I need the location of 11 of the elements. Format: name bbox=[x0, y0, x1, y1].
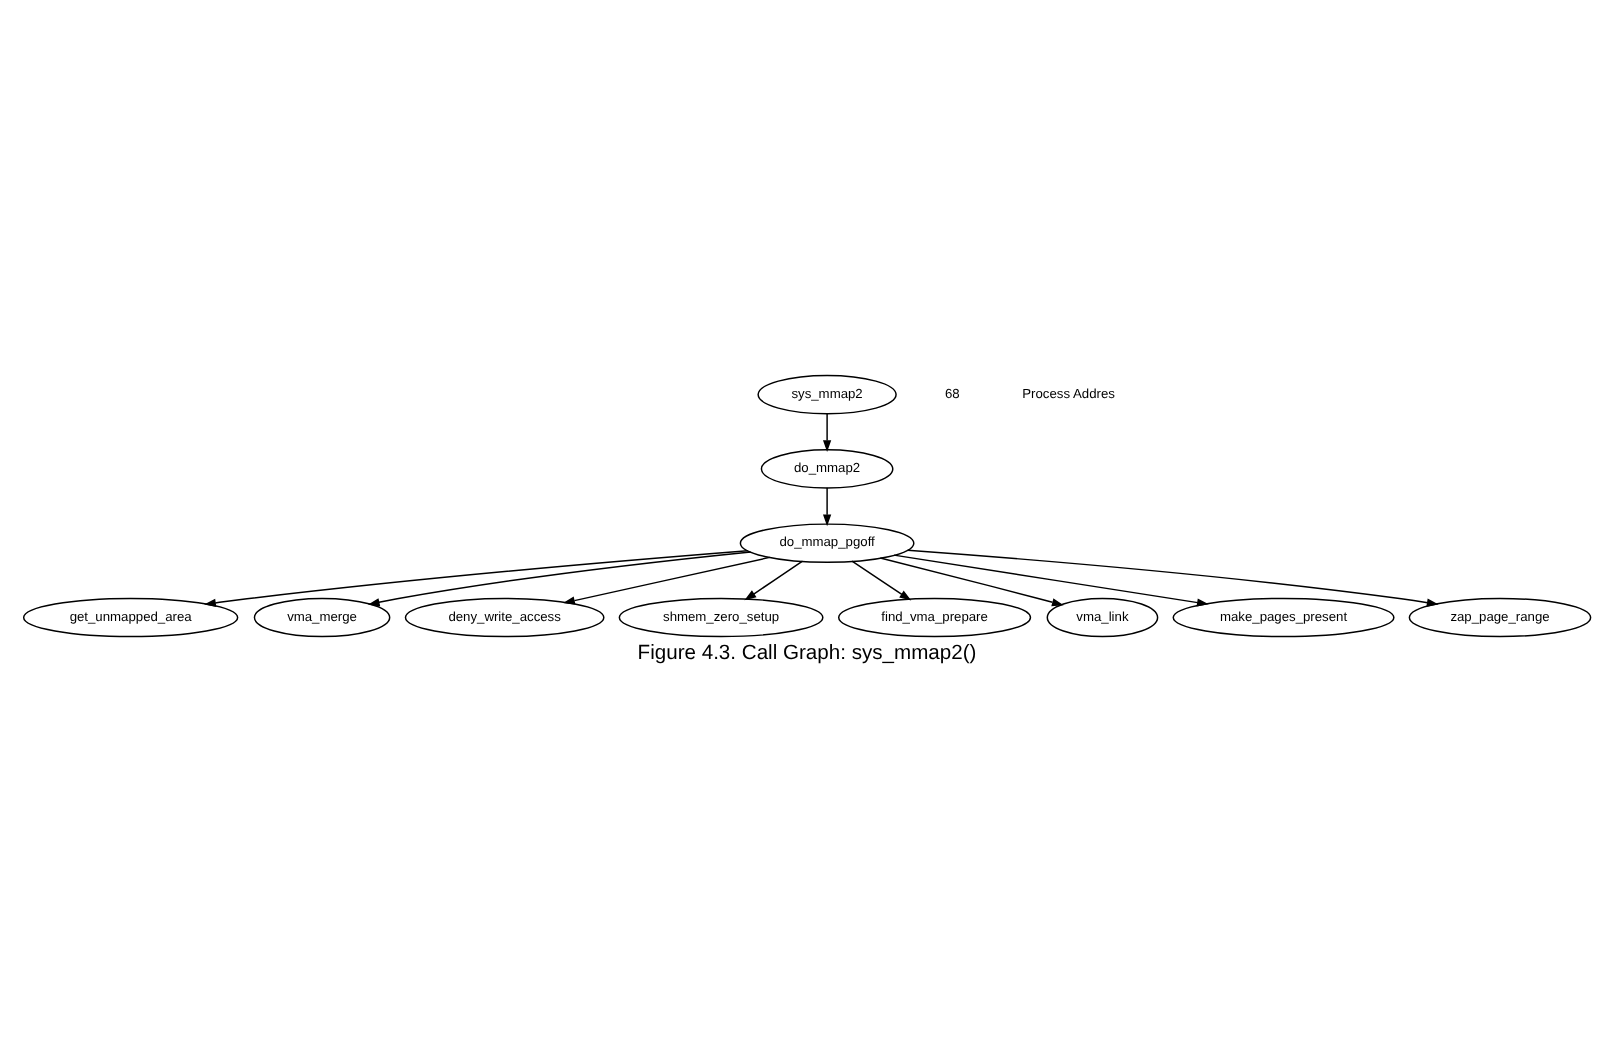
arrow bbox=[893, 553, 1209, 606]
arrow bbox=[204, 548, 749, 606]
arrow bbox=[906, 548, 1439, 606]
arrow bbox=[367, 550, 752, 606]
arrow bbox=[822, 411, 832, 452]
arrow bbox=[563, 555, 771, 604]
arrow bbox=[879, 556, 1064, 606]
arrow bbox=[851, 559, 912, 600]
arrow bbox=[822, 485, 832, 526]
arrow bbox=[744, 559, 804, 600]
caption: Figure 4.3. Call Graph: sys_mmap2() bbox=[637, 641, 977, 664]
